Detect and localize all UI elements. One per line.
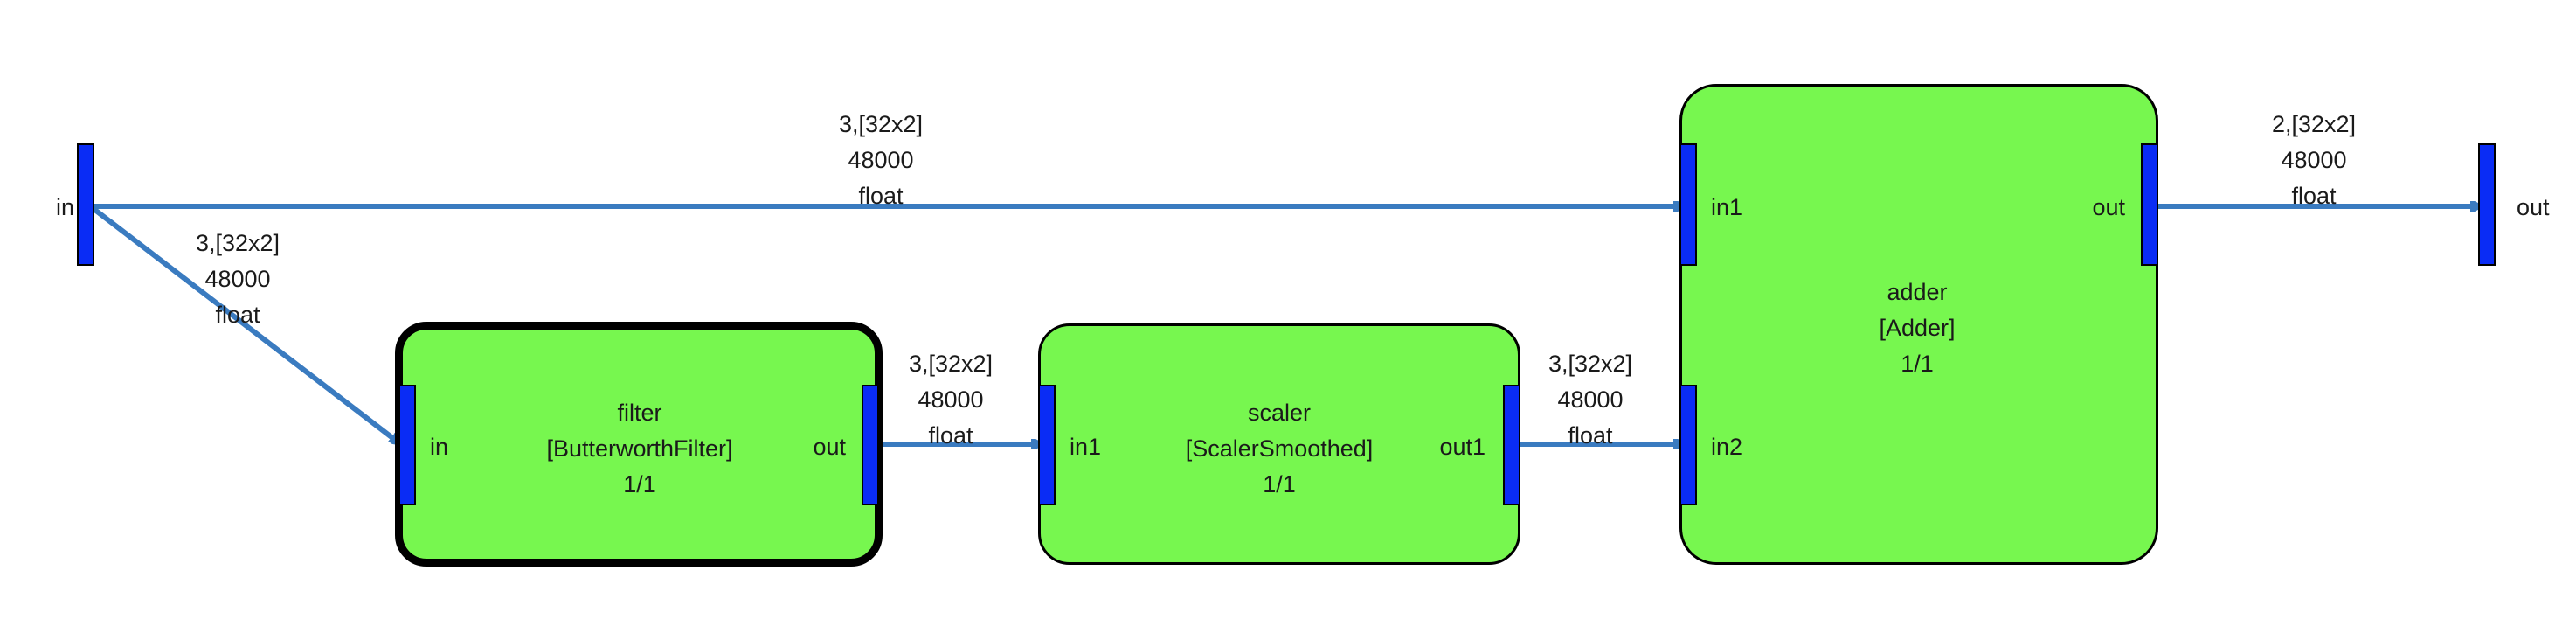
graph-input-port[interactable]: [77, 143, 94, 266]
edge-dtype: float: [928, 422, 973, 449]
edge-label-in-to-adder: 3,[32x2] 48000 float: [839, 107, 923, 214]
edge-dtype: float: [2291, 183, 2337, 209]
adder-out-label: out: [2092, 194, 2125, 220]
adder-name: adder: [1887, 279, 1948, 305]
scaler-out-label: out1: [1439, 434, 1485, 460]
scaler-in-label: in1: [1070, 434, 1102, 460]
edge-rate: 48000: [848, 147, 914, 173]
edge-shape: 3,[32x2]: [1548, 351, 1633, 377]
scaler-title: scaler [ScalerSmoothed] 1/1: [1186, 395, 1374, 503]
adder-in1-port[interactable]: [1679, 143, 1697, 266]
filter-in-label: in: [430, 434, 449, 460]
edge-rate: 48000: [204, 266, 271, 292]
graph-output-port[interactable]: [2478, 143, 2496, 266]
edge-dtype: float: [215, 302, 260, 328]
adder-out-port[interactable]: [2141, 143, 2158, 266]
filter-ratio: 1/1: [623, 471, 656, 497]
edge-shape: 3,[32x2]: [908, 351, 994, 377]
filter-out-port[interactable]: [862, 385, 879, 505]
adder-in2-label: in2: [1711, 434, 1743, 460]
filter-title: filter [ButterworthFilter] 1/1: [546, 395, 732, 503]
adder-in1-label: in1: [1711, 194, 1743, 220]
edge-rate: 48000: [1557, 386, 1624, 413]
edge-label-in-to-filter: 3,[32x2] 48000 float: [196, 226, 280, 333]
adder-type: [Adder]: [1879, 315, 1956, 341]
edge-rate: 48000: [918, 386, 984, 413]
scaler-name: scaler: [1247, 400, 1312, 426]
adder-in2-port[interactable]: [1679, 385, 1697, 505]
edge-dtype: float: [858, 183, 904, 209]
edge-shape: 2,[32x2]: [2271, 111, 2357, 137]
filter-out-label: out: [813, 434, 846, 460]
edge-rate: 48000: [2281, 147, 2347, 173]
filter-in-port[interactable]: [398, 385, 416, 505]
node-filter[interactable]: [395, 322, 883, 567]
edge-shape: 3,[32x2]: [195, 230, 280, 256]
scaler-type: [ScalerSmoothed]: [1185, 435, 1374, 462]
edge-in-to-filter[interactable]: [91, 205, 398, 442]
edge-label-adder-to-out: 2,[32x2] 48000 float: [2272, 107, 2356, 214]
edge-label-filter-to-scaler: 3,[32x2] 48000 float: [909, 346, 993, 454]
adder-title: adder [Adder] 1/1: [1879, 275, 1955, 382]
graph-input-label: in: [56, 194, 75, 220]
filter-type: [ButterworthFilter]: [546, 435, 733, 462]
edge-dtype: float: [1568, 422, 1613, 449]
scaler-out-port[interactable]: [1503, 385, 1520, 505]
graph-output-label: out: [2517, 194, 2550, 220]
scaler-ratio: 1/1: [1263, 471, 1296, 497]
adder-ratio: 1/1: [1901, 351, 1934, 377]
edge-shape: 3,[32x2]: [838, 111, 924, 137]
scaler-in-port[interactable]: [1038, 385, 1056, 505]
node-adder[interactable]: [1679, 84, 2158, 565]
edge-label-scaler-to-adder: 3,[32x2] 48000 float: [1548, 346, 1632, 454]
filter-name: filter: [617, 400, 662, 426]
